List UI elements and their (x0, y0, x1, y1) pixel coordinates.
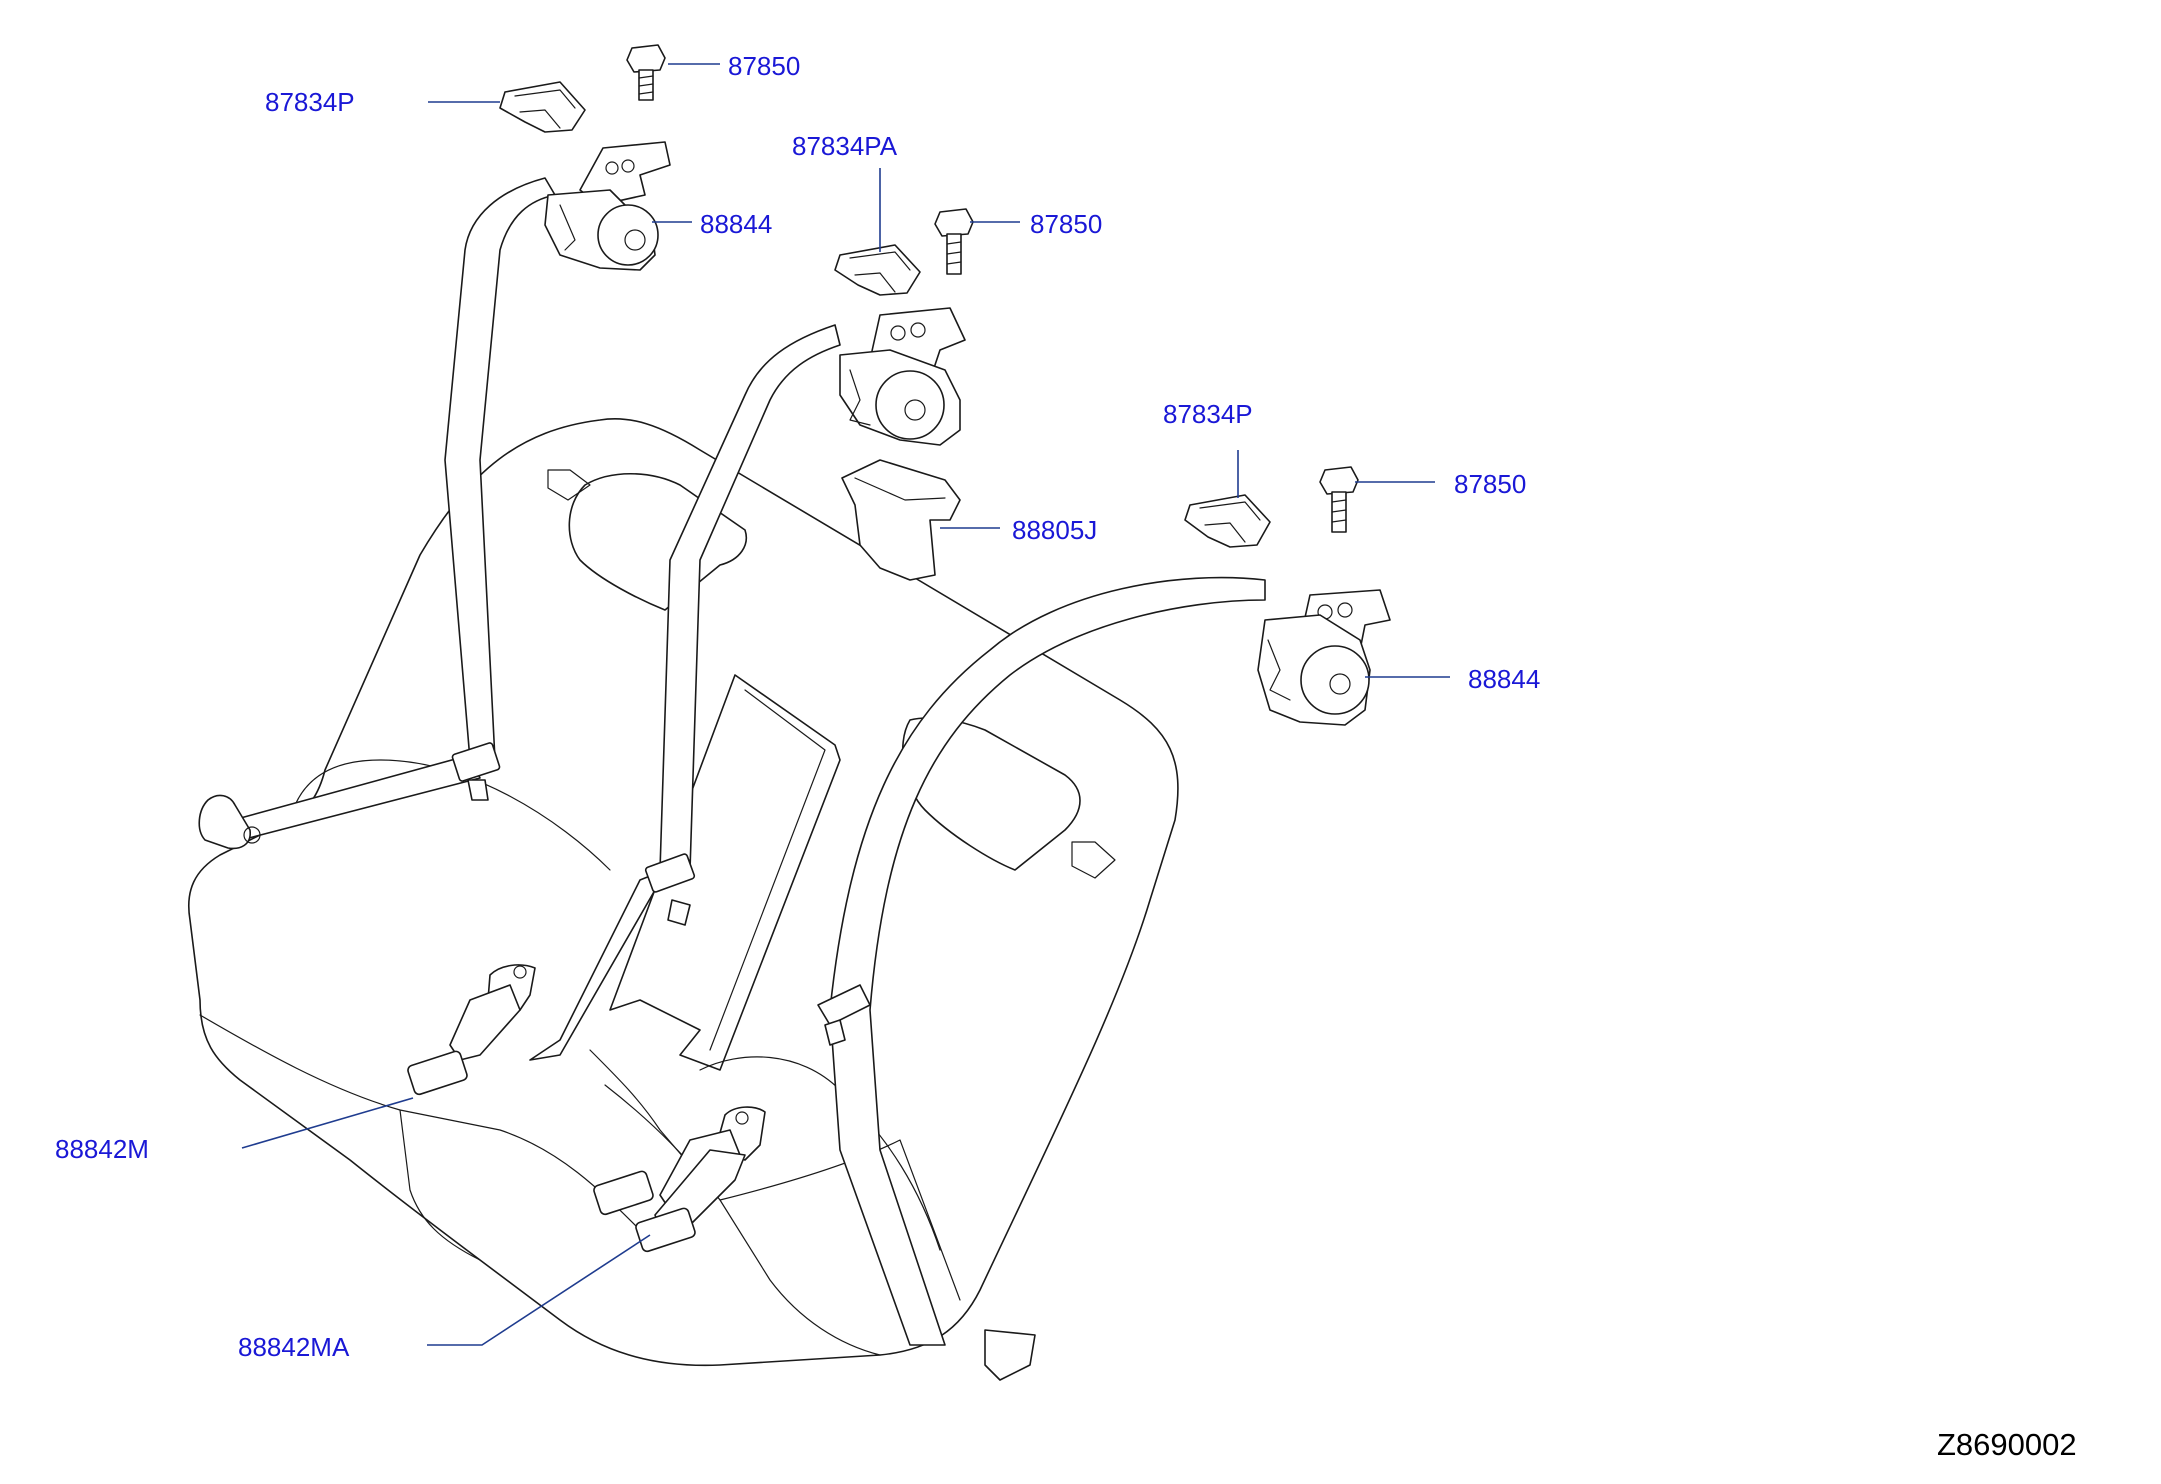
diagram-code: Z8690002 (1937, 1427, 2077, 1462)
cover-87834p-right (1184, 494, 1271, 548)
callout-labels: 87834P 87850 88844 87834PA 87850 87834P … (55, 51, 1540, 1362)
right-seat-belt (817, 576, 1391, 1381)
cover-87834p-top (499, 81, 586, 133)
bolt-87850-top (626, 44, 666, 101)
callout-87850-top: 87850 (728, 51, 800, 81)
center-seat-belt (529, 307, 966, 1061)
callout-88844-left: 88844 (700, 209, 772, 239)
bolt-87850-mid (934, 208, 974, 275)
callout-87850-mid: 87850 (1030, 209, 1102, 239)
bolt-87850-right (1319, 466, 1359, 533)
callout-87834p-top: 87834P (265, 87, 355, 117)
callout-87834pa: 87834PA (792, 131, 898, 161)
leader-lines (241, 63, 1450, 1346)
left-seat-belt (198, 141, 671, 850)
cover-87834pa (834, 244, 921, 296)
center-buckle-88842ma (593, 1106, 766, 1253)
callout-87834p-right: 87834P (1163, 399, 1253, 429)
callout-88844-right: 88844 (1468, 664, 1540, 694)
callout-87850-right: 87850 (1454, 469, 1526, 499)
callout-88842ma: 88842MA (238, 1332, 350, 1362)
callout-88842m: 88842M (55, 1134, 149, 1164)
left-buckle-88842m (407, 964, 536, 1096)
callout-88805j: 88805J (1012, 515, 1097, 545)
